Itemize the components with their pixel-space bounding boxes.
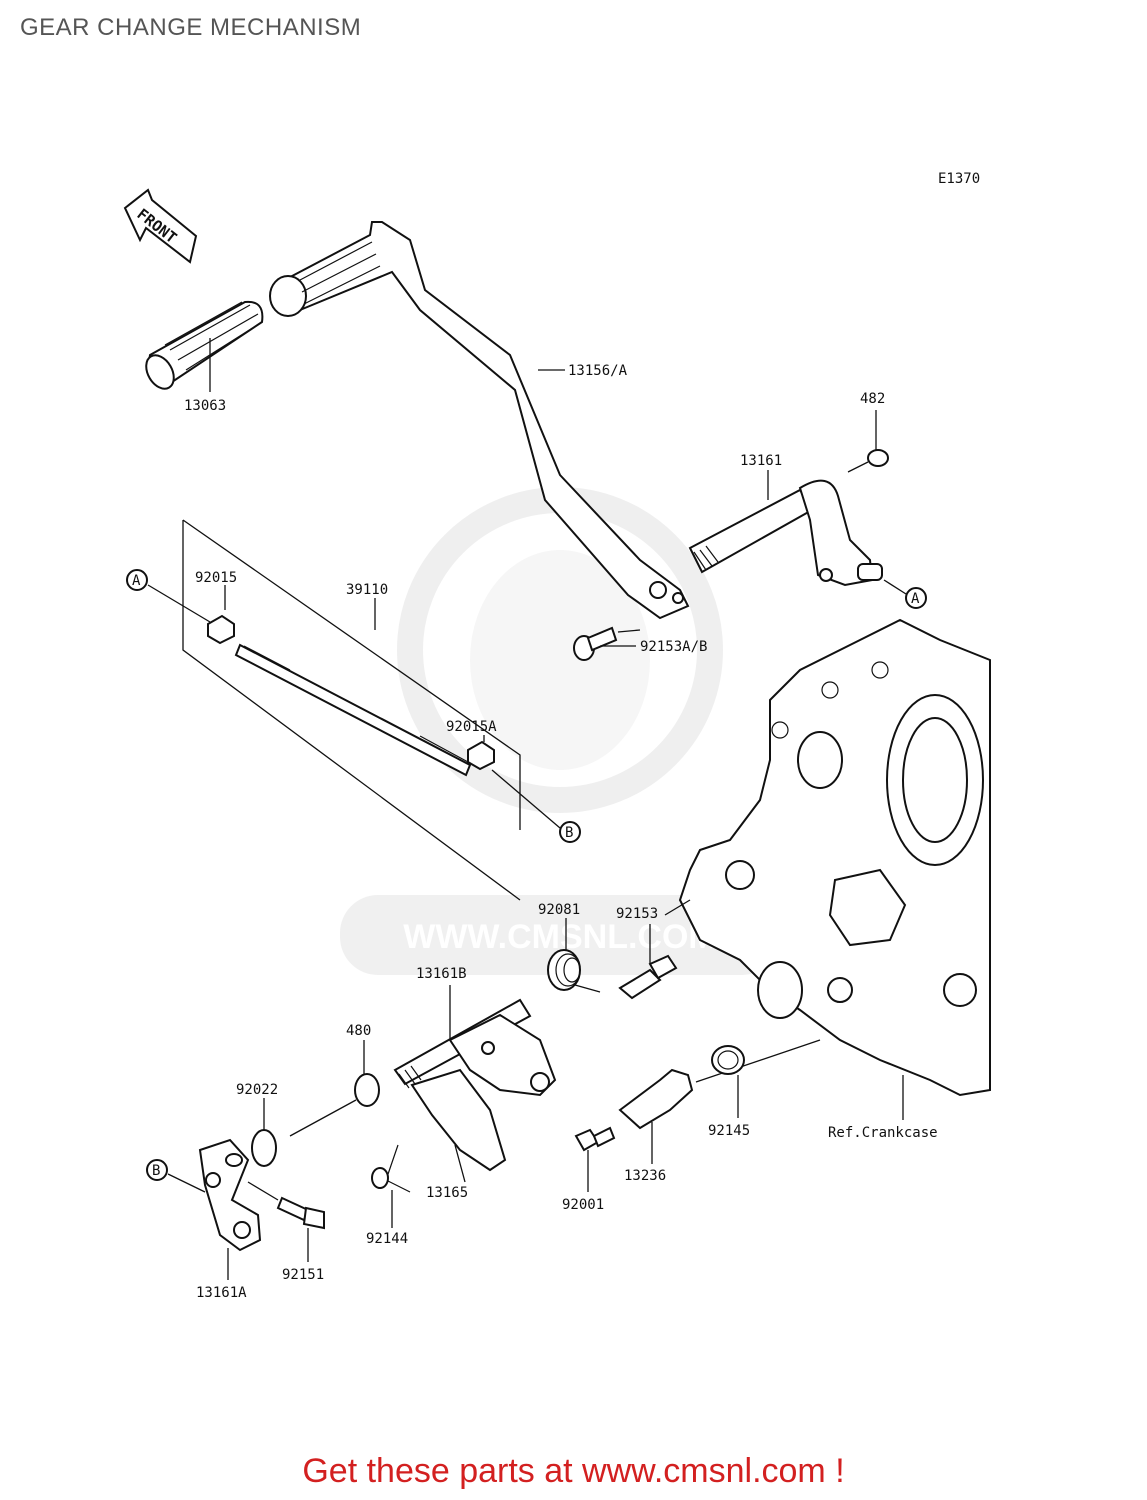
footpeg-rubber	[145, 300, 264, 390]
nut-92015	[207, 614, 235, 645]
marker-a-right: A	[911, 591, 920, 607]
diagram-code: E1370	[938, 171, 980, 187]
lever-13161A	[198, 1138, 262, 1252]
label-92015A: 92015A	[446, 719, 497, 735]
label-92022: 92022	[236, 1082, 278, 1098]
tie-rod	[234, 643, 472, 777]
footer-cta[interactable]: Get these parts at www.cmsnl.com !	[302, 1452, 845, 1490]
label-92151: 92151	[282, 1267, 324, 1283]
spring-92081	[547, 949, 601, 993]
page-title: GEAR CHANGE MECHANISM	[20, 14, 362, 41]
bolt-92153AB	[573, 626, 618, 661]
marker-b-lever: B	[152, 1163, 160, 1179]
rod-bracket	[182, 519, 521, 901]
circlip-482	[867, 449, 889, 467]
plate-13165	[410, 1068, 507, 1172]
label-13165: 13165	[426, 1185, 468, 1201]
label-92153: 92153	[616, 906, 658, 922]
label-480: 480	[346, 1023, 371, 1039]
circlip-480	[354, 1073, 380, 1107]
label-13063: 13063	[184, 398, 226, 414]
label-13161: 13161	[740, 453, 782, 469]
shift-lever	[269, 221, 690, 620]
bolt-92001	[574, 1126, 616, 1152]
label-92081: 92081	[538, 902, 580, 918]
crankcase	[678, 618, 991, 1097]
label-482: 482	[860, 391, 885, 407]
label-92153AB: 92153A/B	[640, 639, 707, 655]
shift-shaft	[688, 479, 883, 587]
bolt-92153	[618, 954, 678, 1000]
shift-shaft-13161B	[393, 998, 557, 1097]
label-92015: 92015	[195, 570, 237, 586]
washer-92022	[251, 1129, 277, 1167]
bolt-92151	[276, 1196, 325, 1230]
marker-b-rod: B	[565, 825, 573, 841]
marker-a-left: A	[132, 573, 141, 589]
spring-92144	[371, 1144, 411, 1193]
watermark-logo: WWW.CMSNL.COM	[340, 487, 780, 975]
label-13161B: 13161B	[416, 966, 467, 982]
label-92145: 92145	[708, 1123, 750, 1139]
label-13156A: 13156/A	[568, 363, 628, 379]
label-92001: 92001	[562, 1197, 604, 1213]
label-crankcase: Ref.Crankcase	[828, 1125, 938, 1141]
label-13236: 13236	[624, 1168, 666, 1184]
label-39110: 39110	[346, 582, 388, 598]
label-92144: 92144	[366, 1231, 408, 1247]
spring-92145	[711, 1045, 745, 1075]
stopper-13236	[618, 1068, 694, 1130]
label-13161A: 13161A	[196, 1285, 247, 1301]
nut-92015A	[467, 740, 495, 771]
front-arrow-icon: FRONT	[123, 188, 198, 264]
